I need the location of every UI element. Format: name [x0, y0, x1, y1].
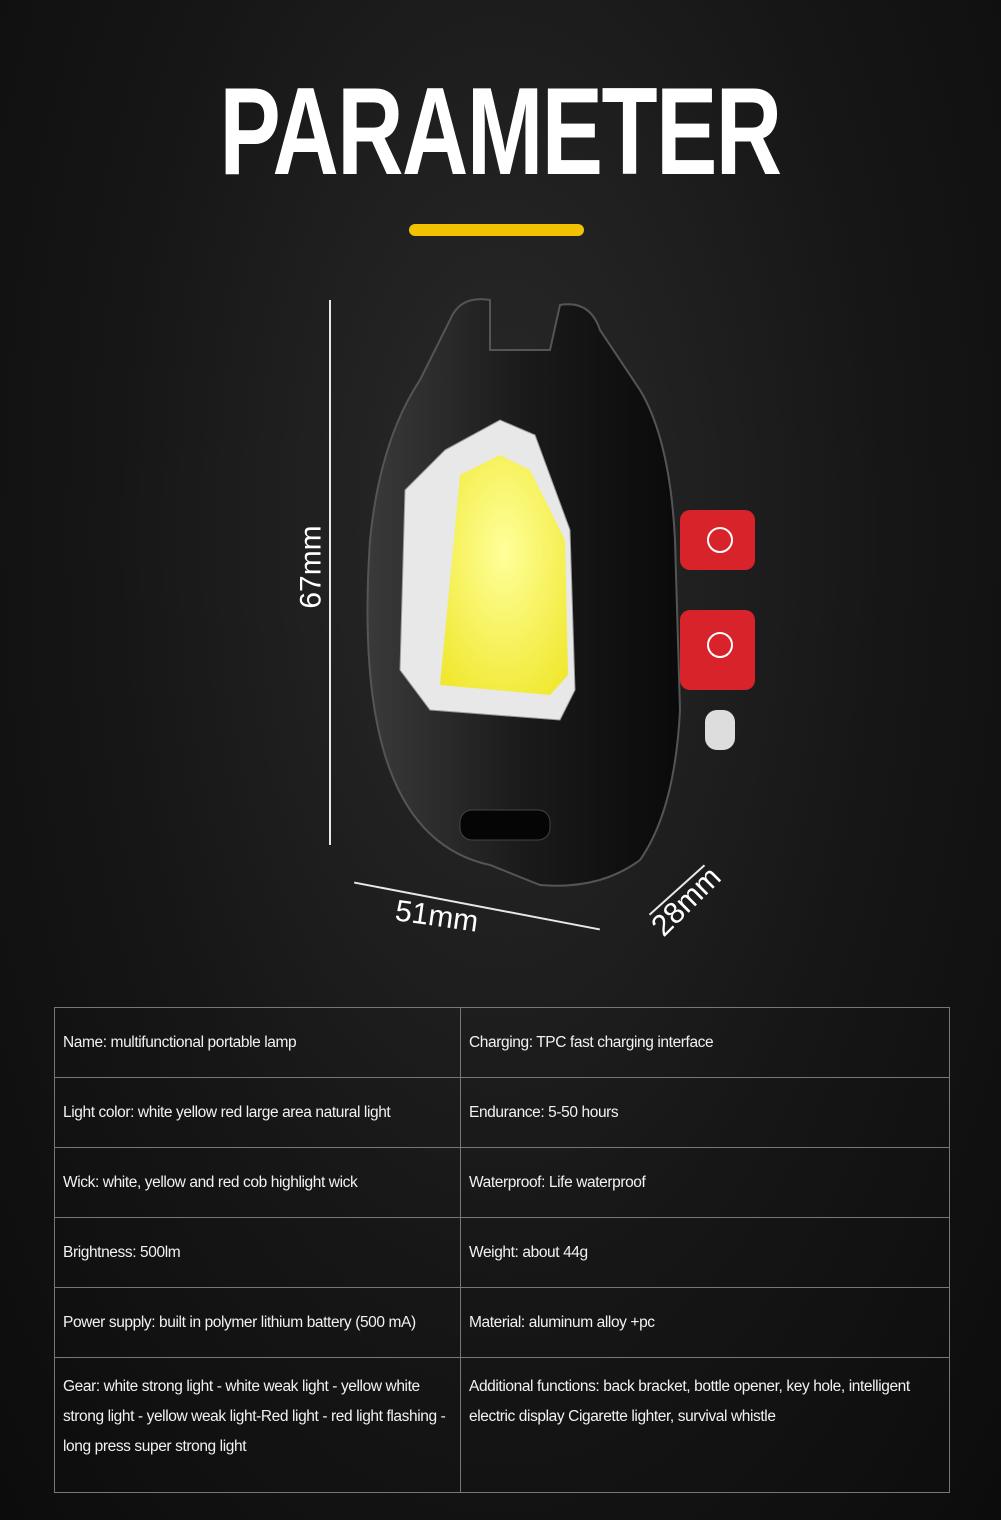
- page-title: PARAMETER: [219, 63, 783, 201]
- table-row: Power supply: built in polymer lithium b…: [54, 1287, 950, 1358]
- spec-cell: Power supply: built in polymer lithium b…: [54, 1287, 461, 1358]
- title-underline: [409, 224, 584, 236]
- width-dimension-label: 51mm: [393, 894, 481, 939]
- height-dimension-label: 67mm: [294, 525, 328, 609]
- lamp-product-image: [366, 298, 755, 887]
- spec-cell: Additional functions: back bracket, bott…: [460, 1357, 950, 1493]
- spec-cell: Endurance: 5-50 hours: [460, 1077, 950, 1148]
- spec-cell: Brightness: 500lm: [54, 1217, 461, 1288]
- table-row: Wick: white, yellow and red cob highligh…: [54, 1147, 950, 1218]
- spec-cell: Name: multifunctional portable lamp: [54, 1007, 461, 1078]
- spec-cell: Gear: white strong light - white weak li…: [54, 1357, 461, 1493]
- height-dimension-line: [329, 300, 331, 845]
- spec-cell: Light color: white yellow red large area…: [54, 1077, 461, 1148]
- spec-cell: Waterproof: Life waterproof: [460, 1147, 950, 1218]
- spec-cell: Weight: about 44g: [460, 1217, 950, 1288]
- spec-cell: Material: aluminum alloy +pc: [460, 1287, 950, 1358]
- spec-cell: Wick: white, yellow and red cob highligh…: [54, 1147, 461, 1218]
- table-row: Light color: white yellow red large area…: [54, 1077, 950, 1148]
- table-row: Gear: white strong light - white weak li…: [54, 1357, 950, 1493]
- spec-cell: Charging: TPC fast charging interface: [460, 1007, 950, 1078]
